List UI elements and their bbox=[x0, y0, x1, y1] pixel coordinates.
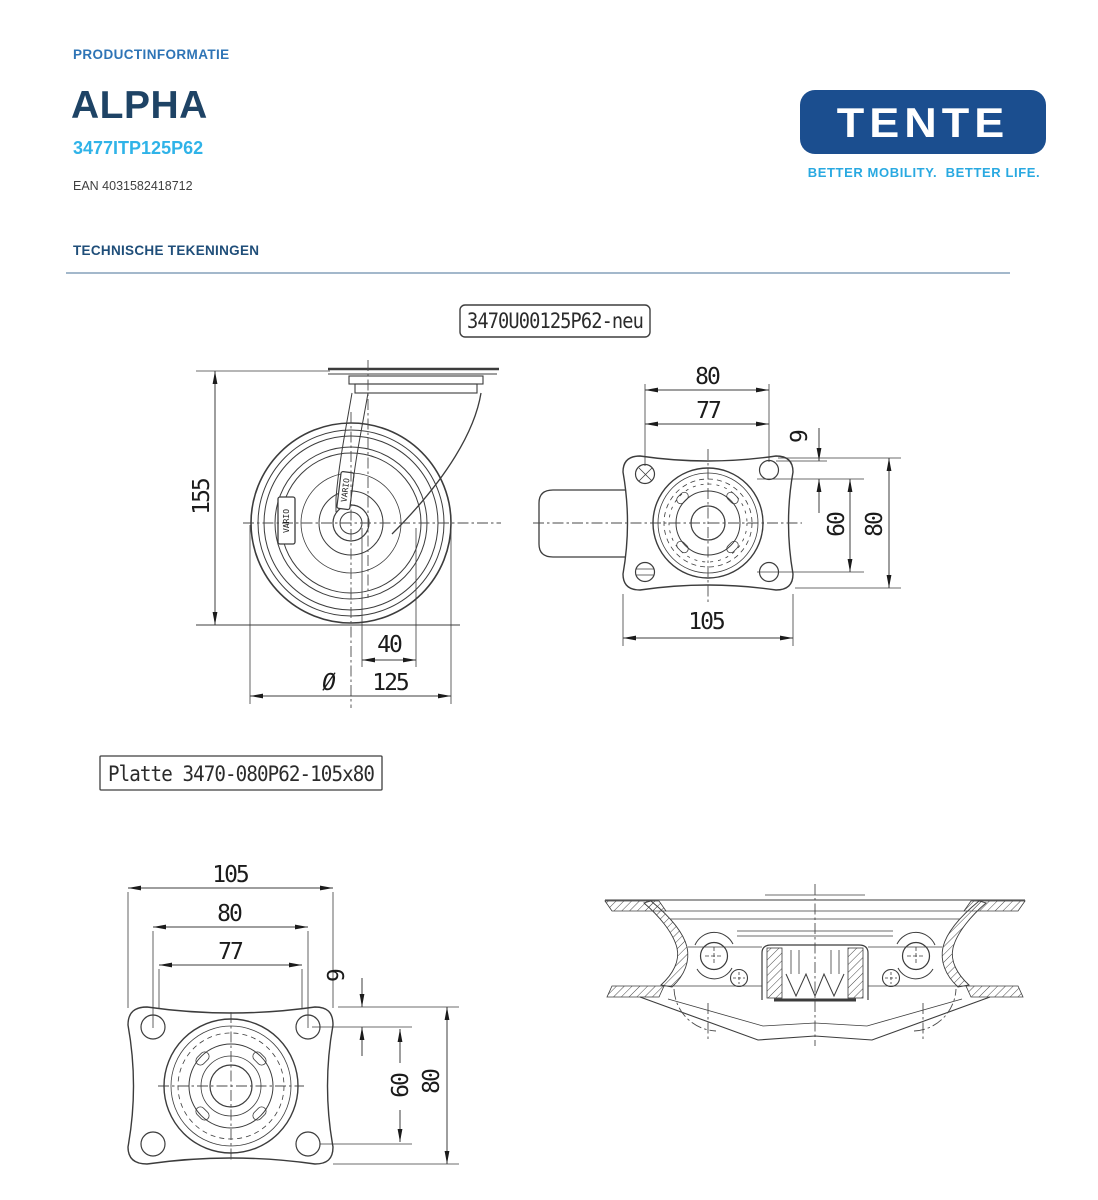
wheel-brand-plate bbox=[277, 496, 296, 545]
plate-view-texts: 105 80 77 9 60 80 bbox=[212, 862, 445, 1098]
fork-brand-plate bbox=[336, 471, 355, 511]
section-view-drawing bbox=[604, 884, 1026, 1046]
dim-40: 40 bbox=[377, 632, 402, 658]
product-sku: 3477ITP125P62 bbox=[73, 138, 204, 158]
plate-view-drawing bbox=[127, 885, 459, 1165]
dim-77: 77 bbox=[218, 939, 243, 965]
page-title: ALPHA bbox=[71, 84, 208, 127]
dim-125: 125 bbox=[372, 670, 408, 696]
fork-flange-left bbox=[606, 985, 665, 998]
dim-77: 77 bbox=[696, 398, 721, 424]
dim-9: 9 bbox=[324, 969, 350, 982]
dim-155: 155 bbox=[189, 479, 215, 515]
plate-outline bbox=[127, 1006, 334, 1165]
dim-80-right: 80 bbox=[419, 1069, 445, 1094]
dim-80: 80 bbox=[217, 901, 242, 927]
plate-code-label: Platte 3470-080P62-105x80 bbox=[99, 755, 383, 791]
raceway-circles bbox=[163, 1018, 299, 1154]
dim-60: 60 bbox=[388, 1073, 414, 1098]
tente-logo: TENTE bbox=[800, 90, 1046, 154]
wheel-outline bbox=[538, 489, 633, 558]
fork-brand-text: VARIO bbox=[340, 477, 352, 502]
bottom-view-drawing bbox=[533, 384, 901, 646]
tente-tagline: BETTER MOBILITY. BETTER LIFE. bbox=[807, 165, 1041, 180]
side-view-drawing bbox=[196, 360, 501, 708]
dim-105: 105 bbox=[688, 609, 724, 635]
section-title: TECHNISCHE TEKENINGEN bbox=[73, 243, 260, 258]
plate-code-text: Platte 3470-080P62-105x80 bbox=[108, 762, 374, 786]
dim-9: 9 bbox=[787, 430, 813, 443]
bowl-wall-right bbox=[941, 900, 987, 988]
page-kicker: PRODUCTINFORMATIE bbox=[73, 47, 230, 62]
dim-60: 60 bbox=[824, 512, 850, 537]
ball-bearings bbox=[694, 931, 936, 988]
dim-105: 105 bbox=[212, 862, 248, 888]
drawing-code-label: 3470U00125P62-neu bbox=[459, 304, 651, 338]
bottom-view-texts: 80 77 9 60 80 105 bbox=[688, 364, 888, 635]
tente-logo-text: TENTE bbox=[836, 98, 1010, 146]
fork-flange-right bbox=[965, 985, 1024, 998]
product-ean: EAN 4031582418712 bbox=[73, 179, 193, 193]
dim-80-top: 80 bbox=[695, 364, 720, 390]
wheel-brand-text: VARIO bbox=[282, 509, 291, 533]
diameter-symbol: Ø bbox=[322, 670, 336, 696]
section-divider bbox=[66, 272, 1010, 274]
bowl-wall-left bbox=[643, 900, 689, 988]
raceway-circles bbox=[652, 467, 764, 579]
drawing-code-text: 3470U00125P62-neu bbox=[467, 309, 643, 333]
side-view-texts: VARIO VARIO 155 40 Ø 125 bbox=[189, 477, 410, 696]
dim-80-right: 80 bbox=[862, 512, 888, 537]
